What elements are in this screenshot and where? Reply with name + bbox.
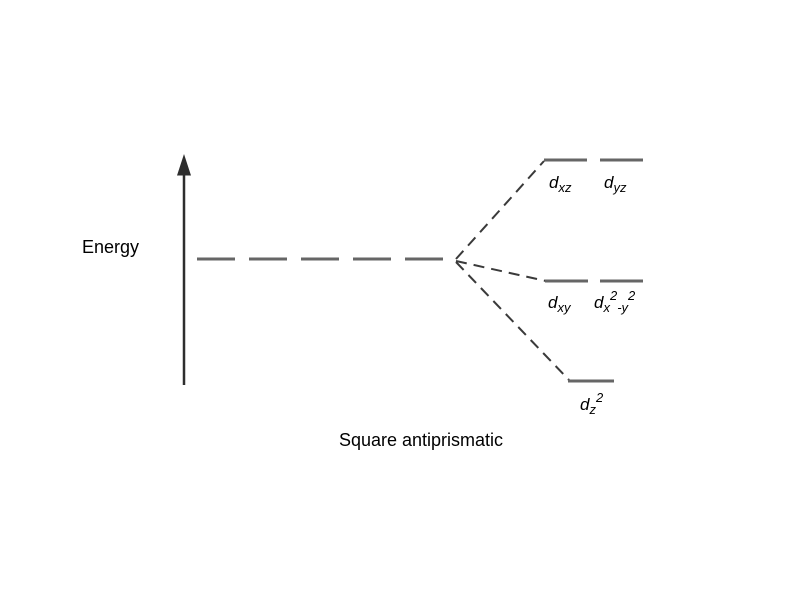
energy-axis-label: Energy — [82, 237, 139, 257]
energy-axis: Energy — [82, 154, 191, 385]
orbital-label-dz2: dz2 — [580, 390, 604, 417]
level-bottom: dz2 — [568, 379, 614, 417]
orbital-base: d — [548, 293, 558, 312]
orbital-subscript: x — [602, 300, 610, 315]
orbital-subscript: z — [588, 402, 596, 417]
orbital-superscript: 2 — [595, 390, 604, 405]
orbital-label-dyz: dyz — [604, 173, 627, 195]
orbital-base: d — [604, 173, 614, 192]
level-middle: dxy dx2-y2 — [545, 279, 643, 315]
orbital-subscript: yz — [612, 180, 627, 195]
diagram-caption: Square antiprismatic — [339, 430, 503, 450]
energy-axis-arrowhead-icon — [177, 154, 191, 176]
orbital-base: d — [549, 173, 559, 192]
orbital-superscript: 2 — [627, 288, 636, 303]
orbital-subscript: xy — [556, 300, 572, 315]
splitting-lines — [455, 160, 570, 381]
split-line-middle — [455, 260, 547, 282]
orbital-base: d — [594, 293, 604, 312]
orbital-label-dxz: dxz — [549, 173, 572, 195]
orbital-label-dx2y2: dx2-y2 — [594, 288, 636, 315]
level-top: dxz dyz — [544, 158, 643, 195]
split-line-top — [455, 160, 545, 260]
orbital-label-dxy: dxy — [548, 293, 572, 315]
split-line-bottom — [455, 261, 570, 381]
orbital-subscript: xz — [557, 180, 572, 195]
orbital-subscript: -y — [617, 300, 629, 315]
orbital-superscript: 2 — [609, 288, 618, 303]
orbital-base: d — [580, 395, 590, 414]
